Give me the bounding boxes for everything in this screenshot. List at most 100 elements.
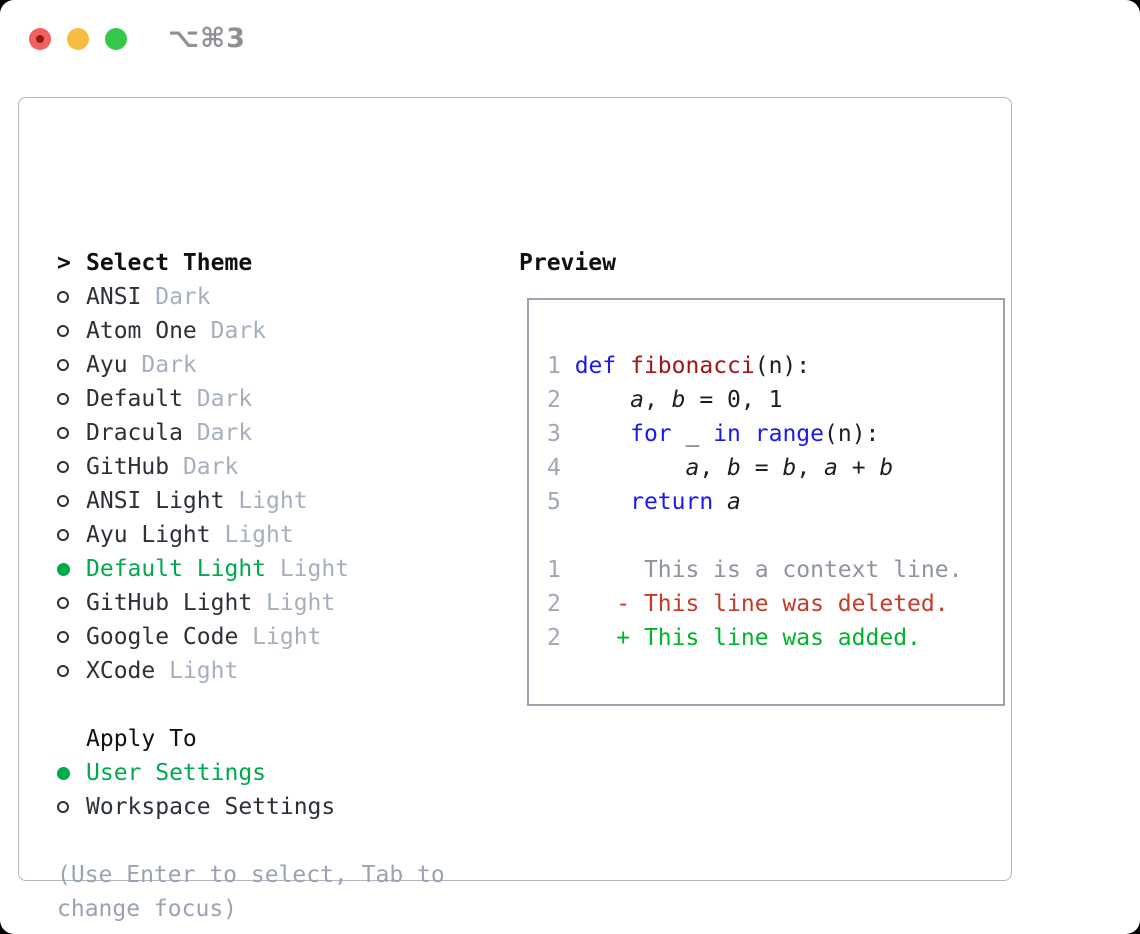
theme-option[interactable]: Ayu Dark — [57, 348, 507, 382]
option-label: Ayu Light — [86, 522, 211, 548]
radio-icon — [57, 665, 69, 677]
code-segment-kw: def — [574, 353, 617, 379]
code-segment-plain: , — [796, 455, 825, 481]
theme-list: ANSI Dark Atom One Dark Ayu Dark Default… — [57, 280, 507, 688]
apply-option[interactable]: User Settings — [57, 756, 507, 790]
apply-to-header-row: Apply To — [57, 722, 507, 756]
close-button[interactable] — [29, 28, 51, 50]
theme-option[interactable]: ANSI Dark — [57, 280, 507, 314]
code-segment-plain: (n): — [824, 421, 880, 447]
code-segment-num: 2 — [547, 591, 561, 617]
option-tag: Light — [224, 522, 294, 548]
code-segment-plain: _ — [671, 421, 714, 447]
code-segment-var: a — [630, 387, 644, 413]
option-label: Ayu — [86, 352, 128, 378]
theme-option[interactable]: GitHub Dark — [57, 450, 507, 484]
code-segment-var: b — [671, 387, 686, 413]
option-tag: Dark — [141, 352, 197, 378]
code-segment-var: a — [824, 455, 838, 481]
theme-preview: 1 def fibonacci (n): 2 a, b = 0, 1 3 for _ … — [527, 298, 1005, 706]
code-line: 3 for _ in range(n): — [547, 417, 1003, 451]
theme-option[interactable]: ANSI Light Light — [57, 484, 507, 518]
option-tag: Dark — [196, 386, 253, 412]
code-segment-var: b — [879, 455, 894, 481]
radio-icon — [57, 461, 69, 473]
window-shortcut-label: ⌥⌘3 — [168, 23, 246, 54]
code-segment-var: a — [685, 455, 700, 481]
preview-header: Preview — [519, 250, 616, 276]
code-segment-num: 1 — [547, 557, 561, 583]
code-segment-num: 1 — [547, 353, 575, 379]
option-tag: Light — [238, 488, 308, 514]
option-label: Atom One — [86, 318, 197, 344]
option-tag: Light — [252, 624, 322, 650]
option-label: User Settings — [86, 760, 267, 786]
theme-option[interactable]: XCode Light — [57, 654, 507, 688]
focus-prompt-icon: > — [57, 250, 71, 276]
code-segment-num: 5 — [547, 489, 575, 515]
apply-to-header: Apply To — [86, 726, 197, 752]
code-segment-num: 2 — [547, 387, 575, 413]
code-segment-kw: return — [630, 489, 714, 515]
spacer-row — [57, 688, 507, 722]
option-tag: Light — [169, 658, 239, 684]
select-theme-header: Select Theme — [86, 250, 253, 276]
code-line: 4 a, b = b, a + b — [547, 451, 1003, 485]
code-segment-fn: fibonacci — [630, 353, 755, 379]
option-label: Dracula — [86, 420, 183, 446]
code-segment-plain — [575, 489, 630, 515]
option-tag: Dark — [210, 318, 267, 344]
theme-option[interactable]: GitHub Light Light — [57, 586, 507, 620]
option-tag: Dark — [196, 420, 253, 446]
code-segment-add: + This line was added. — [560, 625, 921, 651]
code-line — [547, 519, 1003, 553]
theme-option[interactable]: Atom One Dark — [57, 314, 507, 348]
theme-picker-left-column: > Select Theme ANSI Dark Atom One Dark A… — [57, 246, 507, 926]
theme-picker-panel: > Select Theme ANSI Dark Atom One Dark A… — [18, 97, 1012, 922]
code-segment-plain — [741, 421, 755, 447]
apply-option[interactable]: Workspace Settings — [57, 790, 507, 824]
keyboard-hint-line-1: (Use Enter to select, Tab to — [57, 862, 445, 888]
option-tag: Light — [266, 590, 336, 616]
option-label: Workspace Settings — [86, 794, 336, 820]
theme-option[interactable]: Dracula Dark — [57, 416, 507, 450]
code-segment-ctx: This is a context line. — [560, 557, 963, 583]
code-segment-del: - This line was deleted. — [560, 591, 949, 617]
code-segment-plain — [713, 489, 727, 515]
theme-option[interactable]: Ayu Light Light — [57, 518, 507, 552]
radio-icon — [57, 393, 69, 405]
option-label: Default Light — [86, 556, 267, 582]
option-tag: Dark — [155, 284, 211, 310]
option-label: ANSI Light — [86, 488, 225, 514]
option-label: Google Code — [86, 624, 239, 650]
option-label: GitHub Light — [86, 590, 253, 616]
zoom-button[interactable] — [105, 28, 127, 50]
code-segment-kw: for — [630, 421, 672, 447]
theme-option[interactable]: Default Dark — [57, 382, 507, 416]
close-icon — [36, 35, 44, 43]
code-segment-num: 3 — [547, 421, 575, 447]
radio-selected-icon — [57, 766, 70, 780]
radio-icon — [57, 325, 69, 337]
code-segment-plain: = 0, 1 — [685, 387, 783, 413]
radio-icon — [57, 359, 69, 371]
code-segment-var: b — [727, 455, 741, 481]
radio-icon — [57, 529, 69, 541]
select-theme-header-row: > Select Theme — [57, 246, 507, 280]
code-segment-plain: , — [643, 387, 672, 413]
option-label: GitHub — [86, 454, 170, 480]
code-segment-num: 4 — [547, 455, 575, 481]
radio-icon — [57, 291, 69, 303]
radio-icon — [57, 801, 69, 813]
theme-option[interactable]: Google Code Light — [57, 620, 507, 654]
code-line: 2 + This line was added. — [547, 621, 1003, 655]
code-line: 5 return a — [547, 485, 1003, 519]
apply-to-list: User Settings Workspace Settings — [57, 756, 507, 824]
minimize-button[interactable] — [67, 28, 89, 50]
radio-icon — [57, 631, 69, 643]
code-segment-plain — [575, 387, 630, 413]
theme-option[interactable]: Default Light Light — [57, 552, 507, 586]
option-label: XCode — [86, 658, 156, 684]
spacer-row — [57, 824, 507, 858]
code-segment-kw: range — [754, 421, 824, 447]
